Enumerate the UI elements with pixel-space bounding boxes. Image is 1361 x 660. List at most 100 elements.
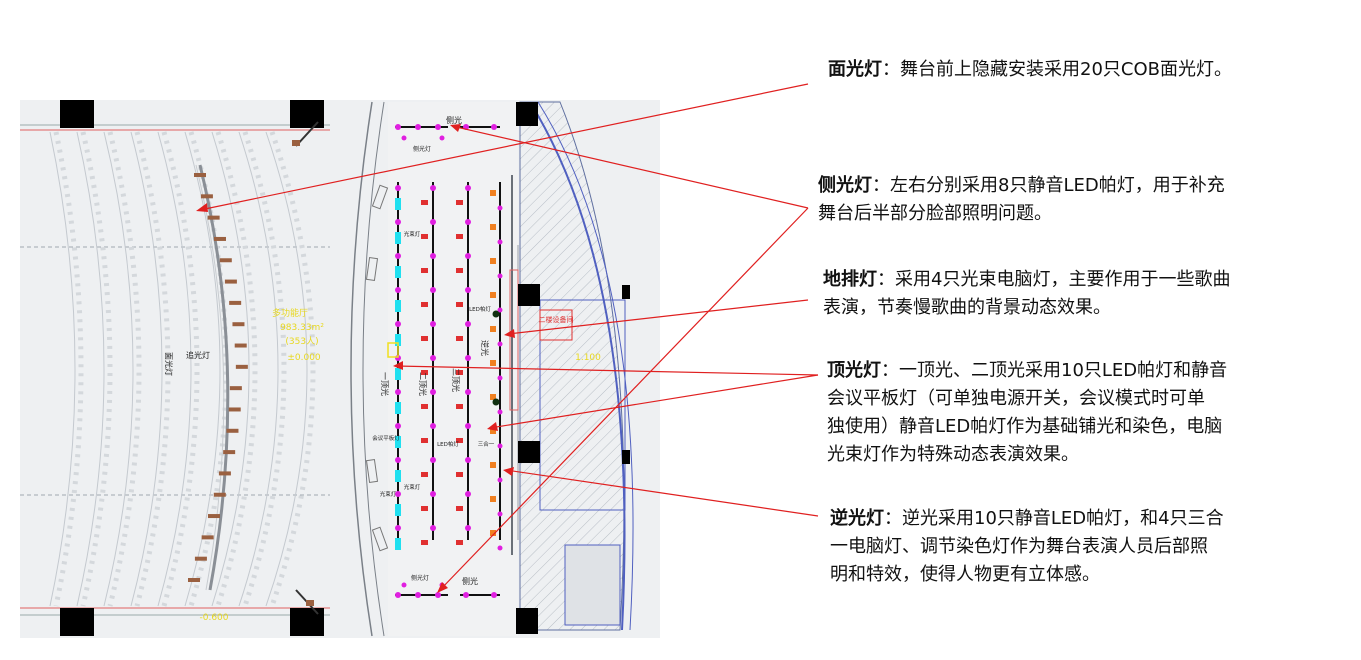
arrowhead-floor (504, 329, 515, 338)
face-light-fixture (235, 364, 248, 369)
par-light (430, 355, 436, 361)
face-light-fixture (219, 258, 232, 263)
face-light-fixture (218, 471, 231, 476)
beam-light (421, 506, 428, 511)
face-light-fixture (188, 578, 200, 582)
note-side-light: 侧光灯：左右分别采用8只静音LED帕灯，用于补充 舞台后半部分脸部照明问题。 (818, 172, 1225, 228)
beam-light-label: 追光灯 (186, 350, 210, 360)
side-light-dot (401, 582, 407, 588)
back-par-light (497, 273, 503, 279)
note-floor-text: ：采用4只光束电脑灯，主要作用于一些歌曲 (877, 269, 1231, 290)
face-light-fixture (229, 300, 242, 305)
note-top-title: 顶光灯 (827, 360, 881, 381)
face-light-truss (198, 164, 230, 591)
leader-side-bottom (439, 207, 809, 591)
note-top-line4: 光束灯作为特殊动态表演效果。 (827, 444, 1079, 465)
par-light (430, 525, 436, 531)
face-light-fixture (232, 322, 245, 327)
side-light-dot (395, 124, 401, 130)
note-floor-title: 地排灯 (823, 269, 877, 290)
par-light (465, 185, 471, 191)
floor-beam-light (492, 398, 500, 406)
arrowhead-top-2 (487, 422, 498, 431)
beam-light (456, 234, 463, 239)
note-top-light: 顶光灯：一顶光、二顶光采用10只LED帕灯和静音 会议平板灯（可单独电源开关，会… (827, 357, 1227, 469)
beam-light (421, 438, 428, 443)
note-back-light: 逆光灯：逆光采用10只静音LED帕灯，和4只三合 一电脑灯、调节染色灯作为舞台表… (830, 505, 1224, 589)
pillar-back-small-2 (622, 450, 630, 464)
side-light-fixture-top (292, 140, 300, 146)
face-light-vertical-label: 面光灯 (164, 352, 174, 376)
beam-light (421, 472, 428, 477)
lane-2-label: 二顶光 (418, 372, 428, 396)
par-light (395, 423, 401, 429)
face-light-fixture (234, 343, 247, 348)
beam-light (421, 200, 428, 205)
back-par-light (497, 239, 503, 245)
back-light (490, 292, 496, 298)
par-light (395, 389, 401, 395)
face-light-truss-inner (195, 164, 225, 591)
backstage-hatched-area (519, 101, 625, 631)
leader-lines (199, 83, 819, 591)
back-light (490, 190, 496, 196)
arrowhead-face (196, 203, 208, 212)
par-light (465, 525, 471, 531)
stage-side-yellow-mark (387, 342, 399, 358)
seat-row-arc (103, 131, 134, 607)
seat-row-chairs (269, 131, 316, 607)
arrowhead-side-top (450, 124, 461, 132)
seat-row-chairs (242, 131, 287, 607)
side-light-dot (439, 135, 445, 141)
par-light (430, 253, 436, 259)
side-light-dot (395, 592, 401, 598)
par-light (395, 525, 401, 531)
face-light-fixture (194, 173, 206, 177)
stage-side-panel-1 (371, 184, 389, 210)
seat-row-arc (76, 131, 105, 607)
back-par-light (497, 443, 503, 449)
led-label-2: LED帕灯 (437, 440, 459, 448)
beam-light (421, 234, 428, 239)
side-light-dot (415, 592, 421, 598)
side-light-dot (415, 124, 421, 130)
back-light (490, 394, 496, 400)
par-light (395, 253, 401, 259)
back-par-light (497, 205, 503, 211)
backstage-lower-room (564, 544, 621, 626)
pillar-top-mid (290, 100, 324, 128)
face-light-fixture (228, 407, 241, 412)
note-side-text: ：左右分别采用8只静音LED帕灯，用于补充 (872, 175, 1225, 196)
lane-1-label: 一顶光 (380, 372, 390, 396)
face-light-fixture (229, 386, 242, 391)
led-label-1: LED帕灯 (469, 305, 491, 313)
leader-face (199, 83, 809, 211)
side-light-dot (435, 592, 441, 598)
stage-front-edge-2 (362, 101, 385, 637)
par-light (430, 457, 436, 463)
back-par-light (497, 375, 503, 381)
side-light-dot (401, 135, 407, 141)
stage-side-panel-4 (371, 526, 389, 552)
face-light-fixture (213, 492, 226, 497)
pillar-stage-bottom (516, 608, 538, 634)
back-light (490, 326, 496, 332)
seat-row-arc (211, 131, 250, 607)
note-top-line2: 会议平板灯（可单独电源开关，会议模式时可单 (827, 388, 1205, 409)
par-light (430, 389, 436, 395)
leader-side-top (451, 125, 809, 209)
par-light (430, 185, 436, 191)
face-light-fixture (194, 556, 207, 561)
face-light-fixture (207, 514, 220, 519)
side-light-top-label: 侧光 (446, 115, 462, 125)
side-light-dot (491, 592, 497, 598)
par-light (395, 219, 401, 225)
note-face-light: 面光灯：舞台前上隐藏安装采用20只COB面光灯。 (828, 56, 1232, 84)
par-light (430, 491, 436, 497)
beam-light (421, 540, 428, 545)
beam-light (421, 370, 428, 375)
back-light (490, 428, 496, 434)
face-light-fixture (213, 236, 226, 241)
beam-light (456, 404, 463, 409)
